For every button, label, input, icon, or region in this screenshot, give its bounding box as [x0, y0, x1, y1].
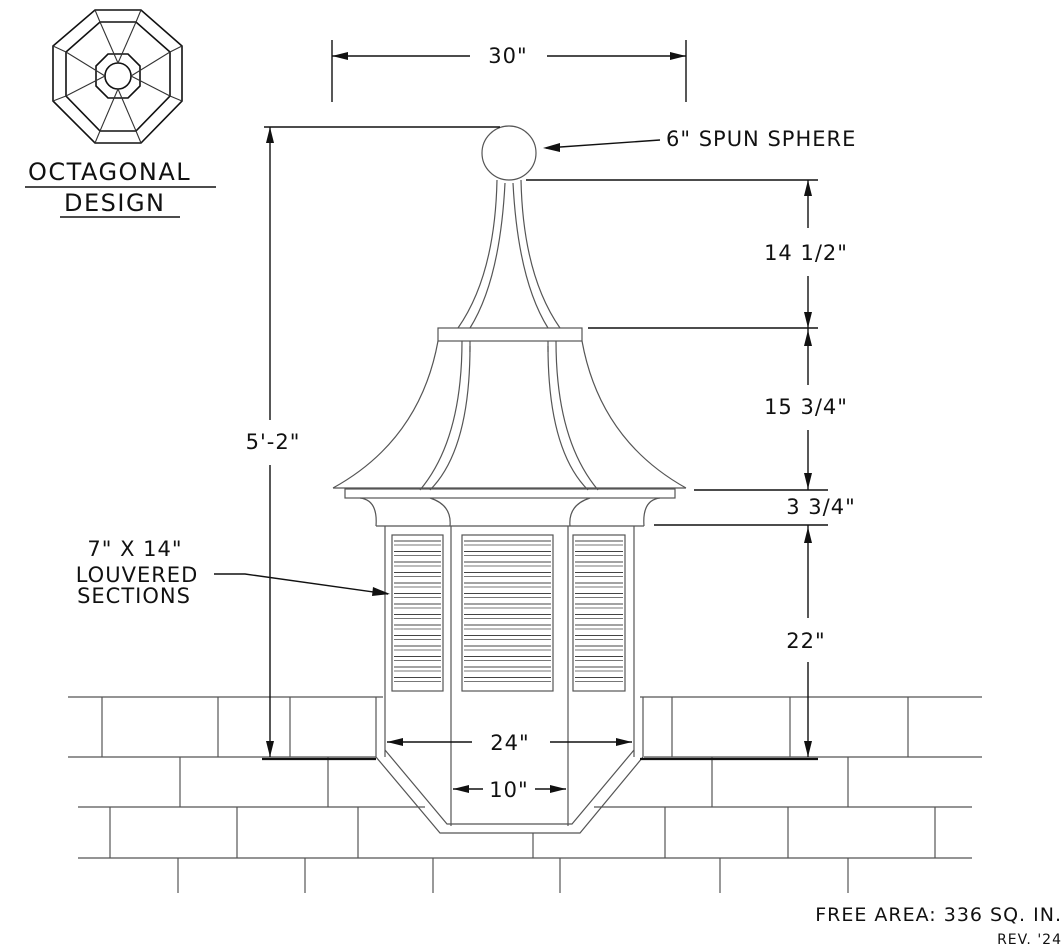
louver-note-line1: 7" X 14" [87, 537, 182, 561]
dim-band-label: 3 3/4" [786, 495, 856, 519]
logo-title-line1: OCTAGONAL [28, 158, 191, 186]
dim-base-width [387, 738, 632, 746]
dim-bottom-width [453, 785, 566, 793]
octagon-logo-icon [52, 9, 183, 144]
louver-slats [394, 540, 623, 682]
sphere-label: 6" SPUN SPHERE [666, 127, 856, 151]
dim-total-height [262, 126, 500, 761]
free-area-note: FREE AREA: 336 SQ. IN. [815, 904, 1062, 926]
dim-bottom-width-label: 10" [489, 778, 528, 802]
dim-base-height-label: 22" [786, 629, 825, 653]
dim-top-width-label: 30" [488, 44, 527, 68]
dim-right-stack [526, 179, 828, 761]
cupola [332, 125, 687, 834]
louver-note-line2: LOUVERED [76, 563, 199, 587]
dim-total-height-label: 5'-2" [246, 430, 301, 454]
dim-top-width [331, 40, 687, 102]
spun-sphere [481, 125, 537, 181]
roof-brick-pattern [68, 696, 982, 893]
dim-lower-roof-label: 15 3/4" [764, 395, 848, 419]
dim-upper-roof-label: 14 1/2" [764, 241, 848, 265]
dim-base-width-label: 24" [490, 731, 529, 755]
louver-note-line3: SECTIONS [77, 584, 191, 608]
revision-note: REV. '24 [997, 932, 1062, 947]
logo-title-line2: DESIGN [64, 189, 166, 217]
